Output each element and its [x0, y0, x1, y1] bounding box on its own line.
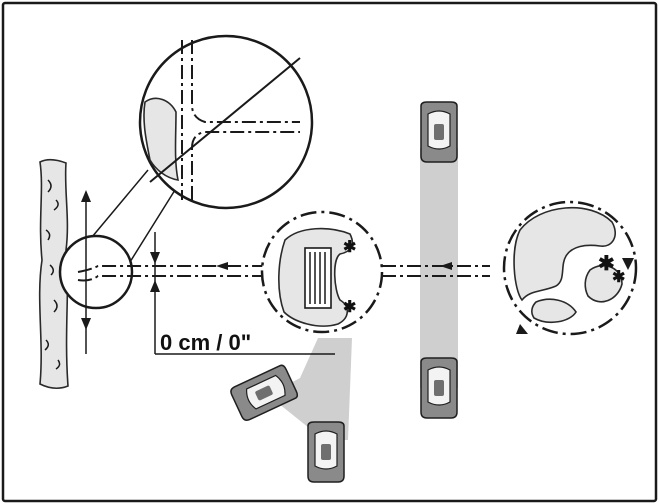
svg-text:✱: ✱ — [343, 239, 356, 256]
robotic-mower-icon — [420, 101, 458, 163]
robotic-mower-icon — [420, 357, 458, 419]
wire-direction-markers — [81, 190, 91, 354]
distance-indicator: 0 cm / 0" — [150, 232, 335, 355]
boundary-wire-main — [77, 265, 270, 273]
charging-station-icon: ✱ ✱ — [260, 210, 384, 334]
diagonal-coverage-band — [268, 338, 352, 440]
detail-circle — [58, 234, 134, 310]
magnifier-connector — [91, 169, 176, 263]
svg-text:✱: ✱ — [598, 253, 615, 275]
robotic-mower-icon — [307, 421, 345, 483]
distance-label: 0 cm / 0" — [160, 330, 251, 355]
vertical-coverage-band — [420, 148, 458, 388]
magnifier-circle-icon — [138, 34, 314, 210]
svg-text:✱: ✱ — [612, 269, 625, 286]
robotic-mower-icon — [230, 364, 299, 421]
stone-wall-icon — [38, 158, 69, 389]
boundary-wire-return — [77, 275, 270, 282]
svg-text:✱: ✱ — [343, 299, 356, 316]
flowerbed-icon: ✱ ✱ — [502, 200, 638, 336]
